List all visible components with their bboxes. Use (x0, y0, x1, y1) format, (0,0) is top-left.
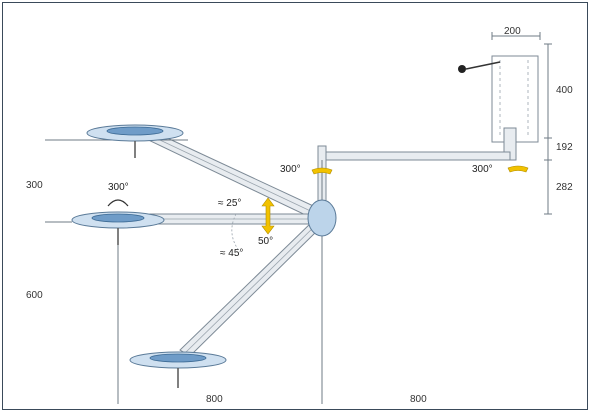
central-pivot (307, 199, 337, 237)
mount-rotation-label: 300° (472, 164, 493, 175)
tilt-arc (231, 213, 241, 253)
right-upper-dimension: 400 (556, 85, 573, 96)
left-upper-dimension: 300 (26, 180, 43, 191)
arm-down-angle-label: ≈ 45° (220, 248, 243, 259)
rotation-arrows (261, 165, 529, 235)
right-mid-dimension: 192 (556, 142, 573, 153)
dimension-lines-right (491, 32, 552, 215)
bottom-right-dimension: 800 (410, 394, 427, 405)
ceiling-mount (458, 55, 539, 161)
lamp-rotation-label: 300° (108, 182, 129, 193)
bottom-left-dimension: 800 (206, 394, 223, 405)
horizontal-arm (317, 145, 511, 207)
lower-lamp-head (129, 351, 227, 388)
tilt-angle-label: 50° (258, 236, 273, 247)
lower-arm (179, 221, 323, 357)
right-lower-dimension: 282 (556, 182, 573, 193)
middle-lamp-head (45, 199, 165, 245)
pivot-rotation-label: 300° (280, 164, 301, 175)
top-width-dimension: 200 (504, 26, 521, 37)
upper-lamp-head (45, 124, 188, 158)
arm-up-angle-label: ≈ 25° (218, 198, 241, 209)
left-lower-dimension: 600 (26, 290, 43, 301)
